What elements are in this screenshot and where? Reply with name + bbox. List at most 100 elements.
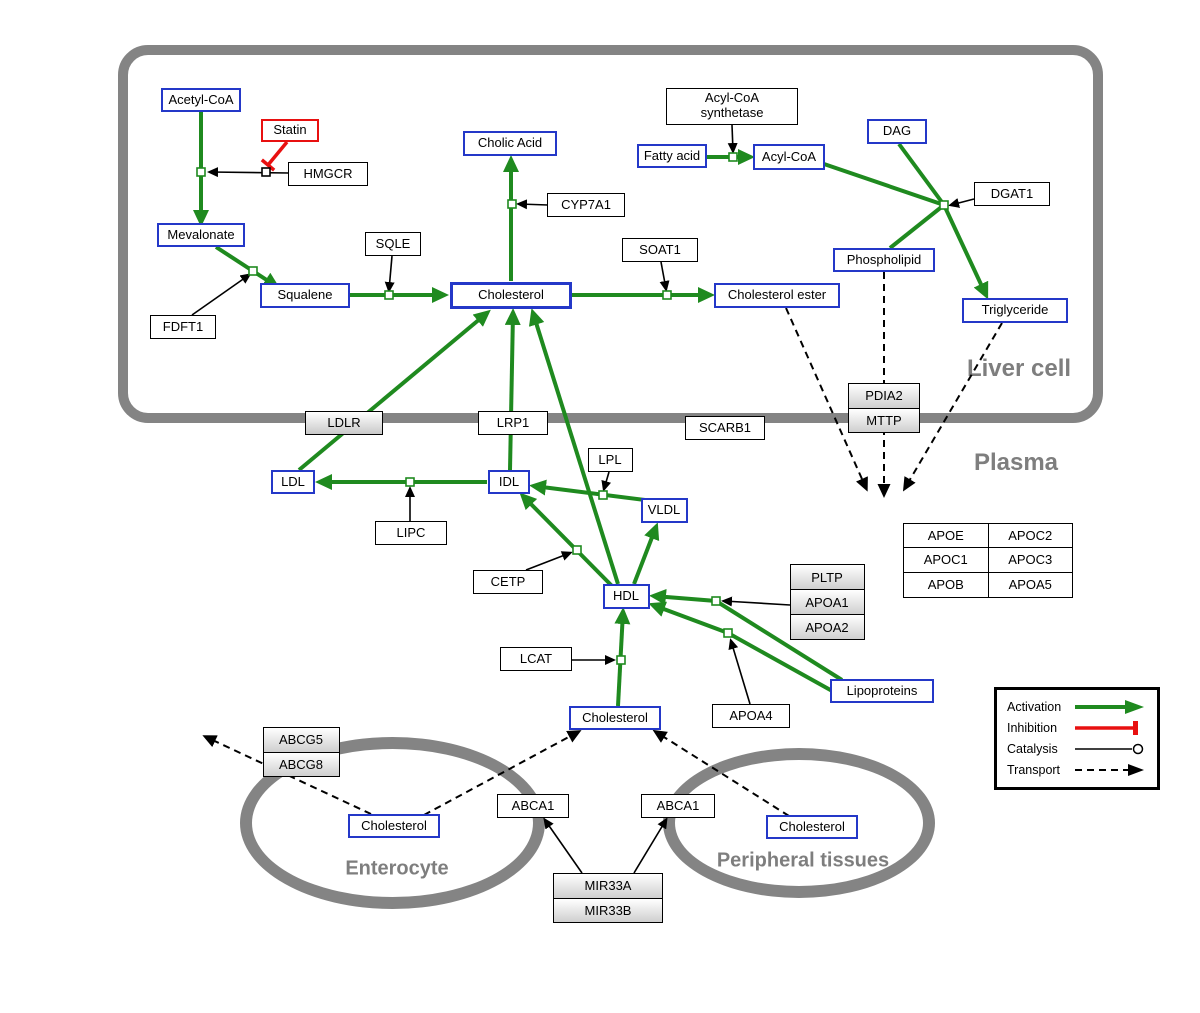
node-abcg5-abcg8-row-1[interactable]: ABCG8 [263, 752, 339, 776]
node-abca1-peripheral-label: ABCA1 [656, 797, 700, 813]
node-abca1-enterocyte[interactable]: ABCA1 [497, 794, 569, 818]
node-fatty-acid[interactable]: Fatty acid [637, 144, 707, 168]
node-acyl-coa-label: Acyl-CoA [761, 148, 817, 164]
node-vldl[interactable]: VLDL [640, 497, 688, 523]
node-fatty-acid-label: Fatty acid [643, 147, 701, 163]
node-dag[interactable]: DAG [867, 118, 927, 144]
node-acetyl-coa[interactable]: Acetyl-CoA [161, 88, 241, 112]
node-scarb1-label: SCARB1 [698, 419, 752, 435]
node-cyp7a1-label: CYP7A1 [561, 196, 611, 212]
anchor-point [662, 290, 672, 300]
node-statin[interactable]: Statin [261, 118, 319, 142]
node-cyp7a1[interactable]: CYP7A1 [547, 193, 625, 217]
edge-dag-junction [897, 142, 946, 207]
node-cholesterol-peripheral[interactable]: Cholesterol [766, 815, 858, 839]
node-squalene[interactable]: Squalene [260, 282, 350, 308]
node-vldl-label: VLDL [647, 501, 681, 517]
node-apolipoproteins-table-cell-5[interactable]: APOA5 [988, 572, 1072, 597]
edge-sqle-catalysis [384, 255, 395, 293]
node-fdft1[interactable]: FDFT1 [150, 315, 216, 339]
node-cholesterol-ester-label: Cholesterol ester [727, 286, 827, 302]
node-cholesterol-ester[interactable]: Cholesterol ester [714, 282, 840, 308]
node-lipc-label: LIPC [396, 524, 426, 540]
node-abca1-peripheral[interactable]: ABCA1 [641, 794, 715, 818]
anchor-point [723, 628, 733, 638]
legend-item-catalysis: Catalysis [1007, 741, 1147, 757]
node-triglyceride[interactable]: Triglyceride [962, 297, 1068, 323]
node-cholesterol-plasma-label: Cholesterol [582, 709, 648, 725]
node-ldlr[interactable]: LDLR [305, 411, 383, 435]
legend-symbol-catalysis-icon [1075, 743, 1144, 755]
node-phospholipid-label: Phospholipid [846, 251, 922, 267]
edge-soat1-catalysis [659, 261, 670, 292]
edge-acylcoa-triglyceride [823, 162, 989, 300]
node-phospholipid[interactable]: Phospholipid [833, 248, 935, 272]
anchor-point [384, 290, 394, 300]
edge-mir33-abca1-peripheral [633, 817, 668, 874]
node-pdia2-mttp-row-1[interactable]: MTTP [849, 408, 919, 432]
node-scarb1[interactable]: SCARB1 [685, 416, 765, 440]
node-sqle[interactable]: SQLE [365, 232, 421, 256]
liver-cell-label: Liver cell [966, 355, 1072, 382]
plasma-label: Plasma [973, 449, 1059, 476]
anchor-point [598, 490, 608, 500]
node-apolipoproteins-table-cell-3[interactable]: APOC3 [988, 548, 1072, 572]
node-dgat1[interactable]: DGAT1 [974, 182, 1050, 206]
node-lipc[interactable]: LIPC [375, 521, 447, 545]
node-cholic-acid[interactable]: Cholic Acid [463, 130, 557, 156]
node-cholesterol-liver[interactable]: Cholesterol [450, 281, 572, 309]
node-pltp-apoa1-apoa2-row-1[interactable]: APOA1 [790, 590, 864, 614]
node-apolipoproteins-table-cell-4[interactable]: APOB [904, 572, 988, 597]
node-lcat[interactable]: LCAT [500, 647, 572, 671]
node-abcg5-abcg8-row-0[interactable]: ABCG5 [263, 728, 339, 752]
node-acetyl-coa-label: Acetyl-CoA [168, 91, 234, 107]
anchor-point [939, 200, 949, 210]
node-cholesterol-enterocyte[interactable]: Cholesterol [348, 814, 440, 838]
node-mir33a-mir33b-row-0[interactable]: MIR33A [554, 874, 662, 898]
node-acyl-coa[interactable]: Acyl-CoA [753, 144, 825, 170]
node-apolipoproteins-table-cell-1[interactable]: APOC2 [988, 523, 1072, 548]
node-cholesterol-liver-label: Cholesterol [478, 286, 544, 302]
edge-vldl-idl [529, 479, 646, 502]
node-lpl[interactable]: LPL [587, 448, 633, 472]
node-mevalonate[interactable]: Mevalonate [157, 223, 245, 247]
node-pltp-apoa1-apoa2-row-2[interactable]: APOA2 [790, 615, 864, 639]
node-apolipoproteins-table-cell-0[interactable]: APOE [904, 523, 988, 548]
node-lrp1[interactable]: LRP1 [478, 411, 548, 435]
legend-item-transport: Transport [1007, 762, 1147, 778]
edge-acylcoa-synthetase-catalysis [727, 124, 738, 154]
legend-item-label: Inhibition [1007, 720, 1058, 735]
node-hmgcr[interactable]: HMGCR [288, 162, 368, 186]
node-soat1[interactable]: SOAT1 [622, 238, 698, 262]
node-hdl[interactable]: HDL [602, 583, 650, 609]
node-cholesterol-plasma[interactable]: Cholesterol [569, 706, 661, 730]
anchor-point [248, 266, 258, 276]
anchor-point [711, 596, 721, 606]
node-lcat-label: LCAT [519, 650, 553, 666]
node-apolipoproteins-table-cell-2[interactable]: APOC1 [904, 548, 988, 572]
node-pdia2-mttp-row-0[interactable]: PDIA2 [849, 384, 919, 408]
legend-item-activation: Activation [1007, 699, 1147, 715]
legend-item-label: Transport [1007, 763, 1061, 778]
node-lipoproteins-label: Lipoproteins [846, 682, 918, 698]
node-mir33a-mir33b-row-1[interactable]: MIR33B [554, 898, 662, 922]
node-squalene-label: Squalene [277, 286, 333, 302]
anchor-point [261, 167, 271, 177]
node-pltp-apoa1-apoa2-row-0[interactable]: PLTP [790, 565, 864, 589]
node-apoa4[interactable]: APOA4 [712, 704, 790, 728]
node-ldl[interactable]: LDL [271, 470, 315, 494]
node-mevalonate-label: Mevalonate [167, 226, 235, 242]
anchor-point [405, 477, 415, 487]
node-cetp[interactable]: CETP [473, 570, 543, 594]
legend-symbol-transport-icon [1075, 764, 1144, 777]
node-lipoproteins[interactable]: Lipoproteins [830, 679, 934, 703]
node-idl[interactable]: IDL [488, 470, 530, 494]
edge-phospholipid-junction [888, 203, 946, 250]
node-statin-label: Statin [273, 121, 307, 137]
